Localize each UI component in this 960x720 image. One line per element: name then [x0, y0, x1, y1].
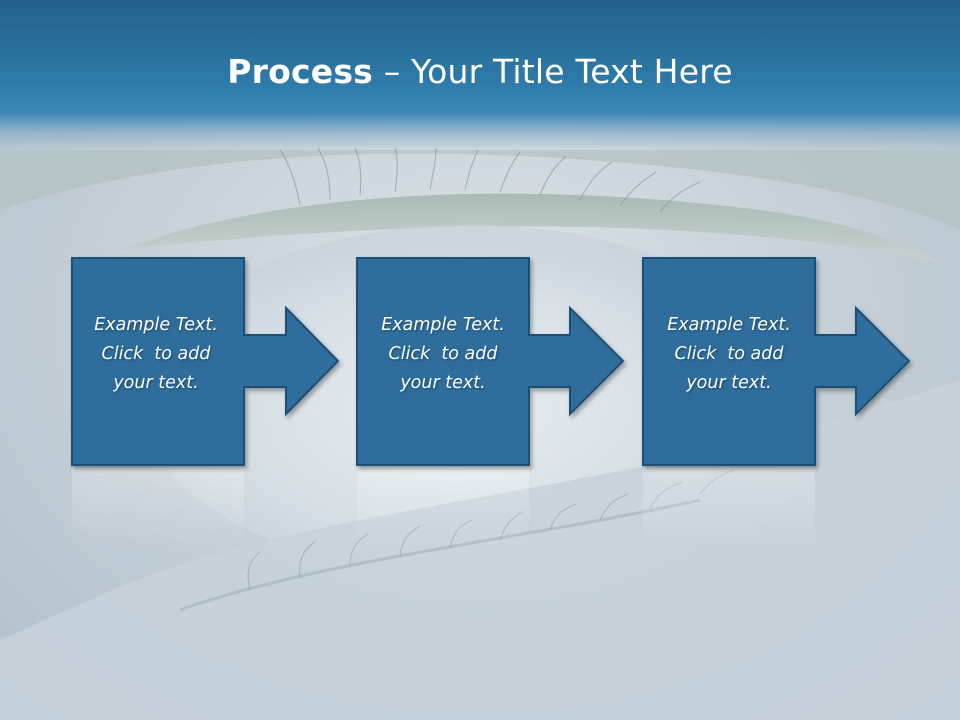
step-2-line-3: your text.	[400, 373, 486, 393]
title-rest-text: – Your Title Text Here	[373, 52, 733, 91]
step-1-line-1: Example Text.	[94, 315, 218, 335]
step-3-text[interactable]: Example Text. Click to add your text.	[643, 311, 815, 398]
step-3-line-1: Example Text.	[667, 315, 791, 335]
step-1-text[interactable]: Example Text. Click to add your text.	[70, 311, 242, 398]
step-2-line-1: Example Text.	[381, 315, 505, 335]
title-bold-text: Process	[227, 52, 374, 91]
step-2-line-2: Click to add	[388, 344, 498, 364]
step-1-line-3: your text.	[113, 373, 199, 393]
step-3-line-2: Click to add	[674, 344, 784, 364]
process-step-1[interactable]	[71, 257, 340, 466]
step-1-line-2: Click to add	[101, 344, 211, 364]
slide-title[interactable]: Process – Your Title Text Here	[0, 52, 960, 91]
step-3-line-3: your text.	[686, 373, 772, 393]
step-2-text[interactable]: Example Text. Click to add your text.	[357, 311, 529, 398]
process-step-3[interactable]	[642, 257, 911, 466]
process-step-2[interactable]	[356, 257, 625, 466]
title-bar	[0, 0, 960, 150]
